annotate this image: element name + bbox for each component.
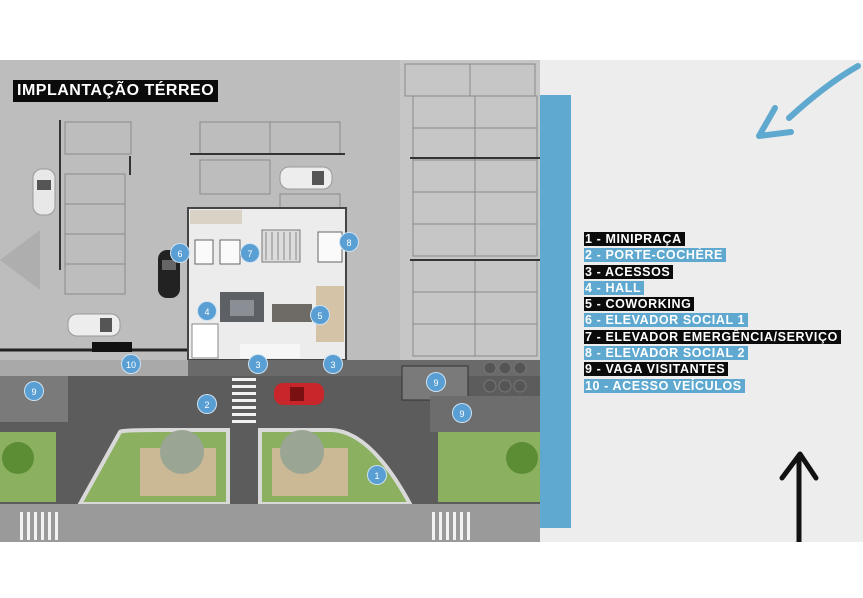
legend-item-7: 7 - ELEVADOR EMERGÊNCIA/SERVIÇO: [584, 329, 841, 344]
marker-3b: 3: [323, 354, 343, 374]
building: [187, 207, 347, 361]
parking-stalls-left: [59, 120, 132, 295]
marker-4: 4: [197, 301, 217, 321]
parking-stalls-right: [404, 63, 540, 357]
legend-item-5: 5 - COWORKING: [584, 297, 695, 312]
legend-item-10: 10 - ACESSO VEÍCULOS: [584, 378, 745, 393]
marker-9b: 9: [426, 372, 446, 392]
legend-item-3: 3 - ACESSOS: [584, 264, 674, 279]
site-plan: IMPLANTAÇÃO TÉRREO 1 2 3 3 4 5 6 7 8 9 9…: [0, 60, 540, 542]
legend-item-4: 4 - HALL: [584, 280, 645, 295]
marker-10: 10: [121, 354, 141, 374]
site-plan-drawing: [0, 60, 540, 542]
miniplaza: [0, 428, 540, 506]
legend-item-2: 2 - PORTE-COCHÈRE: [584, 248, 726, 263]
legend-panel: 1 - MINIPRAÇA 2 - PORTE-COCHÈRE 3 - ACES…: [540, 60, 863, 542]
marker-3a: 3: [248, 354, 268, 374]
marker-6: 6: [170, 243, 190, 263]
parked-cars: [32, 166, 333, 337]
marker-9a: 9: [24, 381, 44, 401]
legend-item-6: 6 - ELEVADOR SOCIAL 1: [584, 313, 749, 328]
legend-item-9: 9 - VAGA VISITANTES: [584, 362, 729, 377]
crosswalk: [232, 378, 256, 423]
marker-8: 8: [339, 232, 359, 252]
arrow-up-left-icon: [756, 63, 861, 139]
accent-bar: [540, 95, 571, 528]
marker-1: 1: [367, 465, 387, 485]
legend-item-1: 1 - MINIPRAÇA: [584, 232, 685, 246]
crosswalk-bottom: [20, 512, 470, 540]
plan-title: IMPLANTAÇÃO TÉRREO: [13, 80, 219, 102]
arrow-up-icon: [779, 451, 819, 542]
legend: 1 - MINIPRAÇA 2 - PORTE-COCHÈRE 3 - ACES…: [584, 232, 841, 395]
parking-stalls-top: [190, 121, 345, 225]
marker-5: 5: [310, 305, 330, 325]
marker-2: 2: [197, 394, 217, 414]
bins: [483, 361, 527, 393]
legend-item-8: 8 - ELEVADOR SOCIAL 2: [584, 346, 749, 361]
marker-9c: 9: [452, 403, 472, 423]
marker-7: 7: [240, 243, 260, 263]
